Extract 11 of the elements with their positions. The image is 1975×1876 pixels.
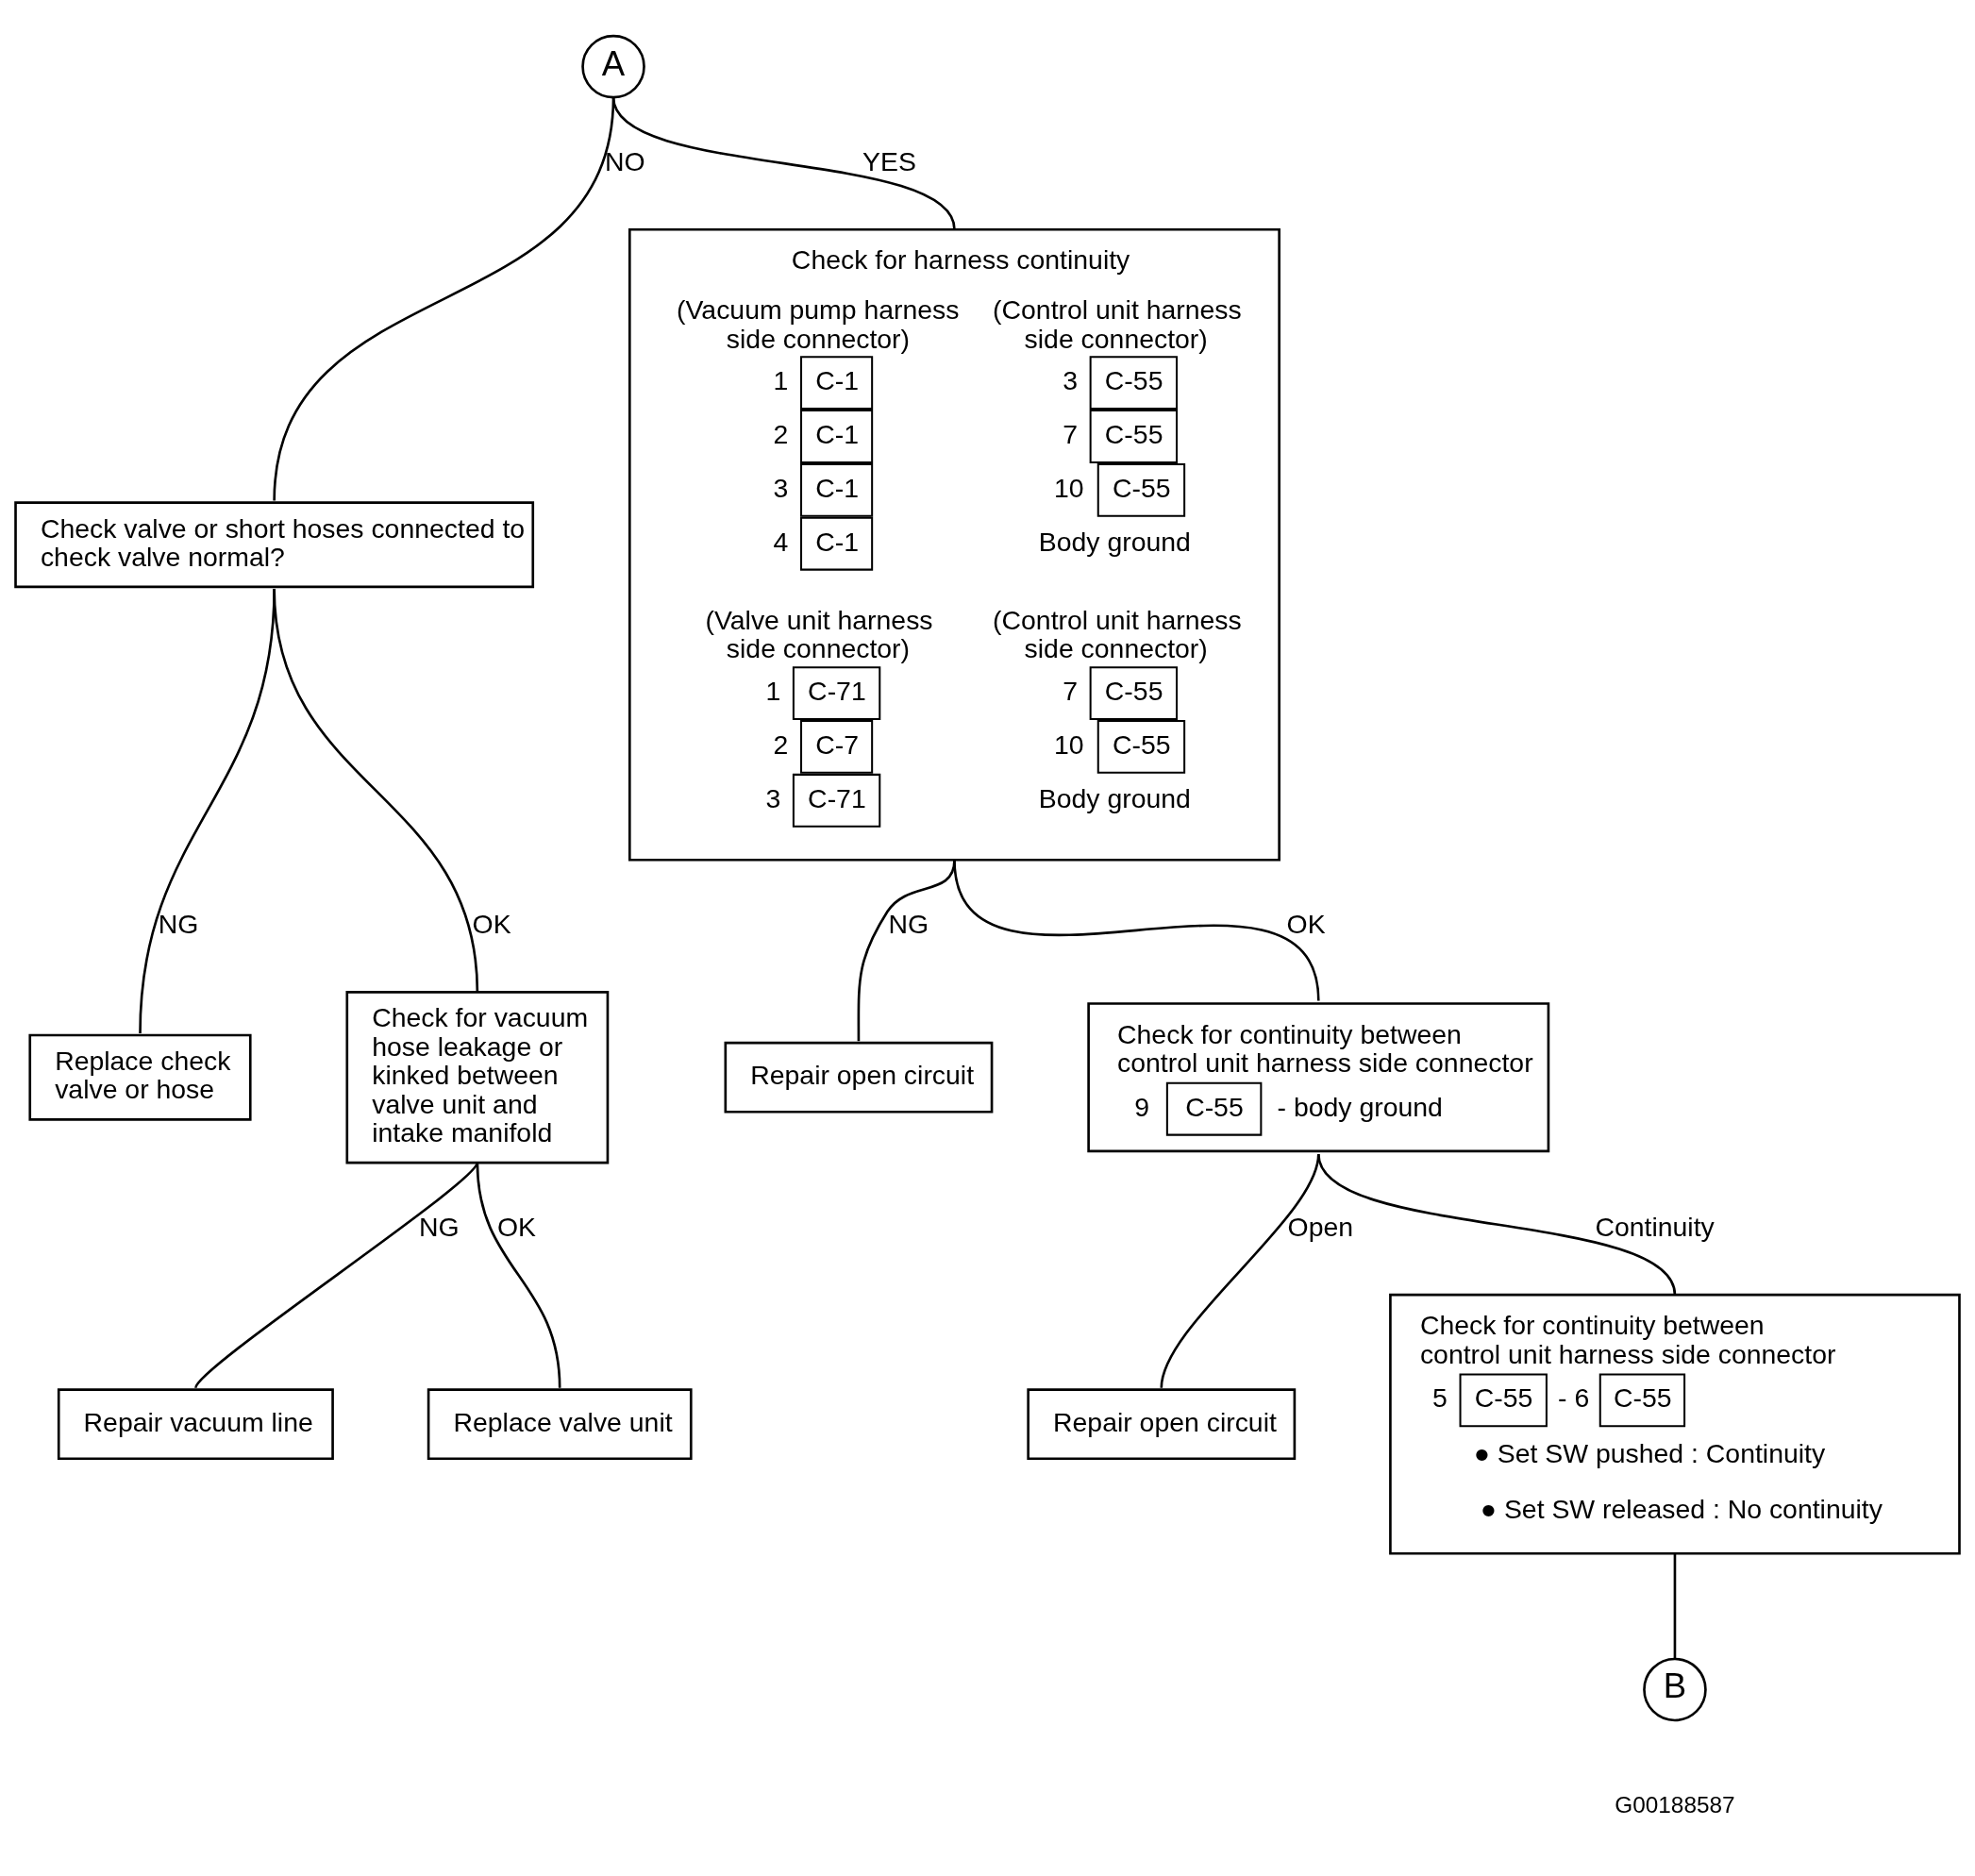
edge-label: Continuity bbox=[1595, 1211, 1715, 1242]
label: G00188587 bbox=[1615, 1791, 1735, 1817]
edge-label: NG bbox=[158, 908, 199, 939]
edge-label: NO bbox=[604, 145, 645, 176]
edge-label: OK bbox=[496, 1211, 537, 1242]
edge-label: OK bbox=[472, 908, 511, 939]
edge-label: YES bbox=[862, 145, 916, 176]
edge-label: NG bbox=[888, 908, 929, 939]
edge-label: Open bbox=[1287, 1211, 1354, 1242]
edge-label: NG bbox=[418, 1211, 460, 1242]
edge-label: OK bbox=[1286, 908, 1326, 939]
